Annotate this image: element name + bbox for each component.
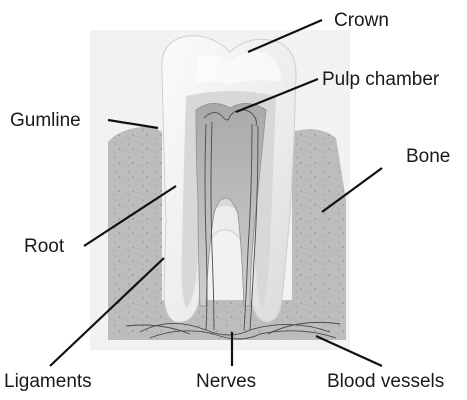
label-root: Root bbox=[24, 237, 64, 256]
label-crown: Crown bbox=[334, 11, 389, 30]
label-bone: Bone bbox=[406, 147, 450, 166]
label-nerves: Nerves bbox=[196, 372, 256, 391]
label-pulp-chamber: Pulp chamber bbox=[322, 70, 439, 89]
bone-base bbox=[108, 300, 346, 340]
label-blood-vessels: Blood vessels bbox=[327, 372, 444, 391]
label-gumline: Gumline bbox=[10, 111, 81, 130]
crown-enamel bbox=[196, 52, 282, 84]
label-ligaments: Ligaments bbox=[4, 372, 92, 391]
